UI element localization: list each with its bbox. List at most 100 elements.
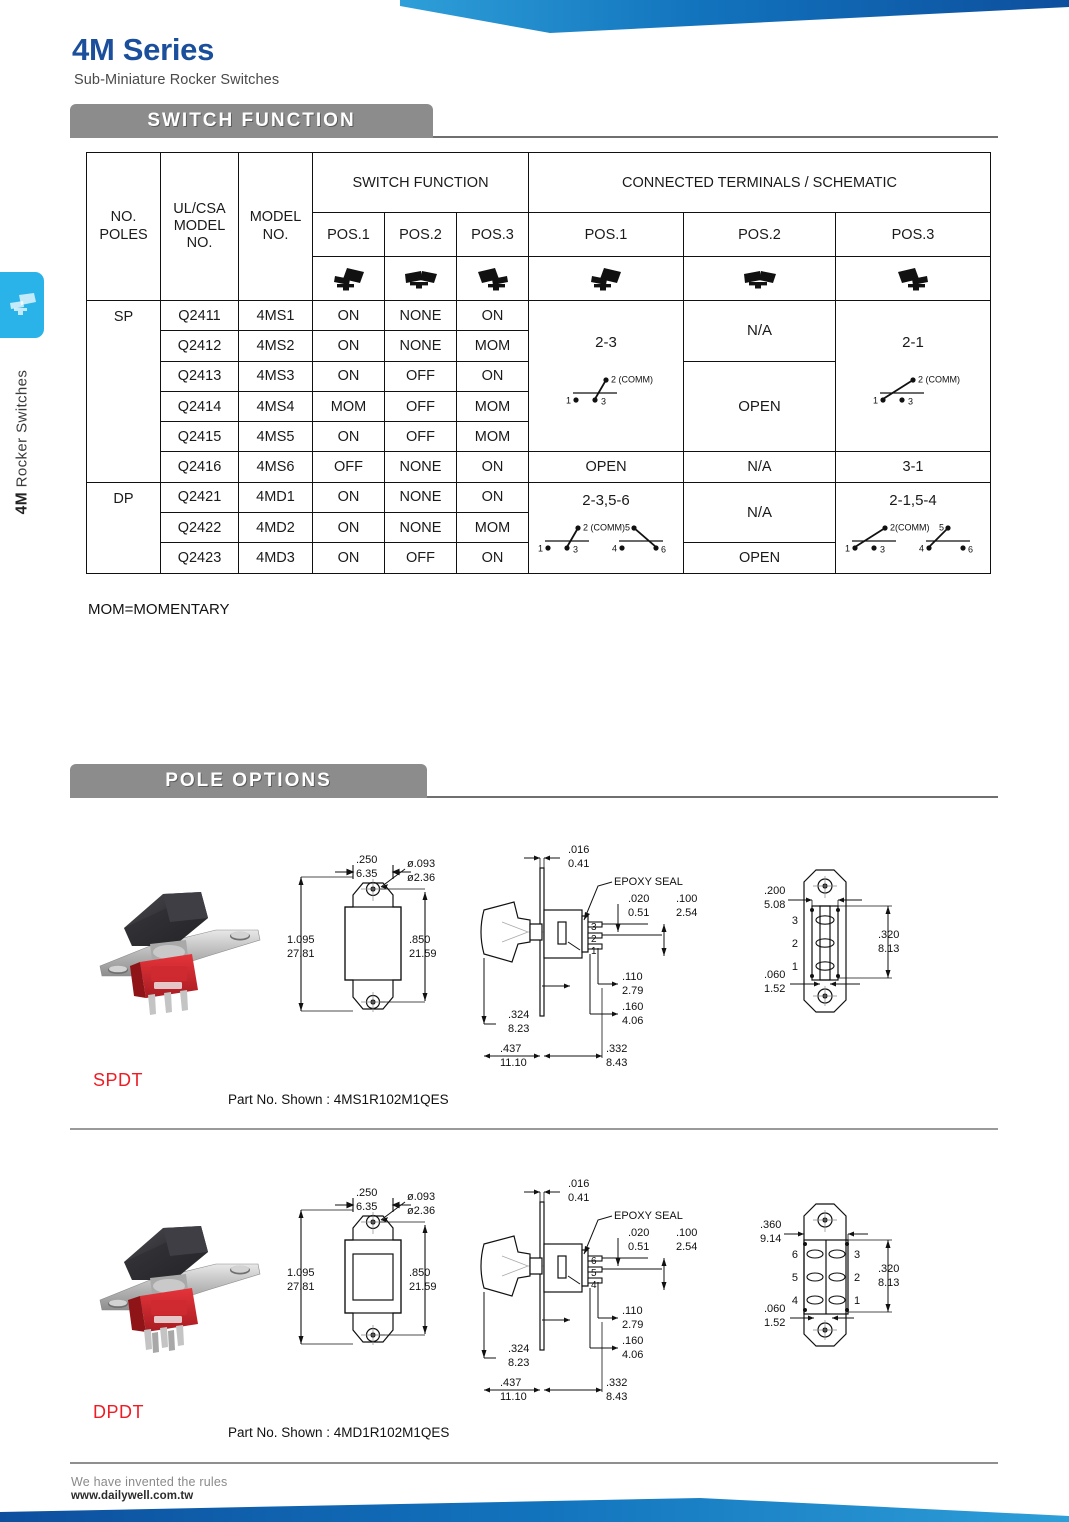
cell-model: 4MS2	[238, 330, 313, 362]
svg-text:11.10: 11.10	[500, 1057, 527, 1069]
svg-text:.110: .110	[622, 1305, 643, 1317]
epoxy-seal-label: EPOXY SEAL	[614, 876, 683, 888]
svg-text:3: 3	[880, 545, 885, 555]
cell-pos2: NONE	[384, 299, 457, 332]
rocker-pos2-fn-icon	[384, 256, 457, 301]
header-no-poles: NO.POLES	[86, 152, 161, 301]
cell-poles-dp: DP	[86, 481, 161, 574]
cell-pos2: NONE	[384, 330, 457, 362]
term-dp-pos3-label: 2-1,5-4	[889, 492, 937, 510]
svg-text:0.41: 0.41	[568, 1192, 589, 1204]
svg-text:.100: .100	[676, 893, 697, 905]
footer-website[interactable]: www.dailywell.com.tw	[71, 1490, 194, 1502]
cell-term-dp-pos3: 2-1,5-4 2(COMM) 1 3 5 4	[835, 481, 991, 574]
footer-slogan: We have invented the rules	[71, 1475, 228, 1489]
svg-text:1.52: 1.52	[764, 1317, 785, 1329]
cell-pos3: ON	[456, 360, 529, 392]
cell-ulcsa: Q2422	[160, 512, 239, 544]
svg-text:.437: .437	[500, 1043, 521, 1055]
term-dp-pos1-label: 2-3,5-6	[582, 492, 630, 510]
table-row: DP Q2421 4MD1 ON NONE ON 2-3,5-6 2 (COMM…	[86, 481, 991, 574]
svg-text:6.35: 6.35	[356, 1201, 377, 1213]
terminal-label-6: 6	[591, 1256, 597, 1267]
side-view-drawing-dpdt: .016 0.41 6 5 4 E	[472, 1172, 720, 1415]
cell-pos2: OFF	[384, 390, 457, 423]
svg-text:3: 3	[573, 545, 578, 555]
svg-text:4.06: 4.06	[622, 1349, 643, 1361]
cell-model: 4MS6	[238, 451, 313, 483]
cell-pos3: ON	[456, 542, 529, 574]
sidebar-category-text: Rocker Switches	[13, 369, 30, 488]
svg-text:2.79: 2.79	[622, 985, 643, 997]
product-photo-dpdt	[88, 1212, 268, 1362]
table-row: Q2416 4MS6 OFF NONE ON OPEN N/A 3-1	[87, 451, 991, 483]
cell-poles-sp: SP	[86, 300, 161, 483]
svg-text:4.06: 4.06	[622, 1015, 643, 1027]
svg-text:0.51: 0.51	[628, 1241, 649, 1253]
svg-text:.332: .332	[606, 1043, 627, 1055]
svg-text:1: 1	[538, 544, 543, 554]
cell-pos1: OFF	[312, 451, 385, 483]
svg-text:.060: .060	[764, 969, 785, 981]
cell-pos2: OFF	[384, 360, 457, 392]
svg-text:2.54: 2.54	[676, 1241, 697, 1253]
pole-type-label-spdt: SPDT	[93, 1070, 144, 1090]
header-connected-terminals-group: CONNECTED TERMINALS / SCHEMATIC	[528, 152, 991, 213]
cell-model: 4MS5	[238, 421, 313, 453]
table-header-row-2: POS.1 POS.2 POS.3 POS.1 POS.2 POS.3	[87, 212, 991, 257]
terminal-label-4: 4	[591, 1280, 597, 1291]
svg-text:.320: .320	[878, 929, 899, 941]
table-row: Q2413 4MS3 ON OFF ON OPEN	[87, 360, 991, 453]
header-fn-pos2: POS.2	[384, 212, 457, 257]
side-view-drawing-spdt: .016 0.41 3 2 1	[472, 838, 720, 1081]
header-fn-pos3: POS.3	[456, 212, 529, 257]
svg-text:.160: .160	[622, 1335, 643, 1347]
cell-ulcsa: Q2421	[160, 481, 239, 514]
svg-text:8.23: 8.23	[508, 1357, 529, 1369]
table-row: Q2422 4MD2 ON NONE MOM	[87, 512, 991, 544]
cell-pos3: MOM	[456, 421, 529, 453]
svg-text:ø.093: ø.093	[407, 858, 435, 870]
rear-view-drawing-spdt: 3 2 1 .200 5.08 .320 8.13 .060 1.52	[742, 858, 942, 1043]
rear-terminal-5: 5	[792, 1272, 798, 1284]
svg-text:.320: .320	[878, 1263, 899, 1275]
cell-pos1: ON	[312, 360, 385, 392]
cell-pos2: OFF	[384, 421, 457, 453]
svg-text:6.35: 6.35	[356, 868, 377, 880]
rocker-pos3-term-icon	[835, 256, 991, 301]
schematic-sp-pos1: 2 (COMM) 1 3	[566, 374, 653, 406]
cell-term-dp-pos2-open: OPEN	[683, 542, 836, 574]
svg-text:.324: .324	[508, 1343, 529, 1355]
svg-text:.332: .332	[606, 1377, 627, 1389]
svg-text:8.23: 8.23	[508, 1023, 529, 1035]
svg-text:ø2.36: ø2.36	[407, 1205, 435, 1217]
cell-pos1: ON	[312, 421, 385, 453]
svg-text:3: 3	[908, 396, 913, 406]
table-row: Q2415 4MS5 ON OFF MOM	[87, 421, 991, 453]
svg-text:1.095: 1.095	[287, 1267, 315, 1279]
svg-text:.850: .850	[409, 1267, 430, 1279]
product-photo-spdt	[88, 878, 268, 1028]
svg-text:4: 4	[612, 544, 617, 554]
svg-text:2.54: 2.54	[676, 907, 697, 919]
svg-text:1.095: 1.095	[287, 934, 315, 946]
cell-term-dp-pos1: 2-3,5-6 2 (COMM) 1 3 5 4	[528, 481, 684, 574]
svg-text:3: 3	[601, 396, 606, 406]
cell-pos1: ON	[312, 299, 385, 332]
rear-terminal-1: 1	[792, 961, 798, 973]
svg-text:21.59: 21.59	[409, 948, 437, 960]
section-title-pole-options: POLE OPTIONS	[165, 770, 332, 791]
section-header-switch-function: SWITCH FUNCTION	[70, 104, 998, 138]
cell-term-sp6-pos3: 3-1	[835, 451, 991, 483]
momentary-note: MOM=MOMENTARY	[88, 601, 230, 618]
sidebar-series-tab[interactable]	[0, 272, 44, 338]
svg-text:8.43: 8.43	[606, 1057, 627, 1069]
cell-ulcsa: Q2412	[160, 330, 239, 362]
terminal-label-2: 2	[591, 934, 597, 945]
cell-ulcsa: Q2423	[160, 542, 239, 574]
header-switch-function-group: SWITCH FUNCTION	[312, 152, 529, 213]
svg-text:ø2.36: ø2.36	[407, 872, 435, 884]
svg-text:.437: .437	[500, 1377, 521, 1389]
